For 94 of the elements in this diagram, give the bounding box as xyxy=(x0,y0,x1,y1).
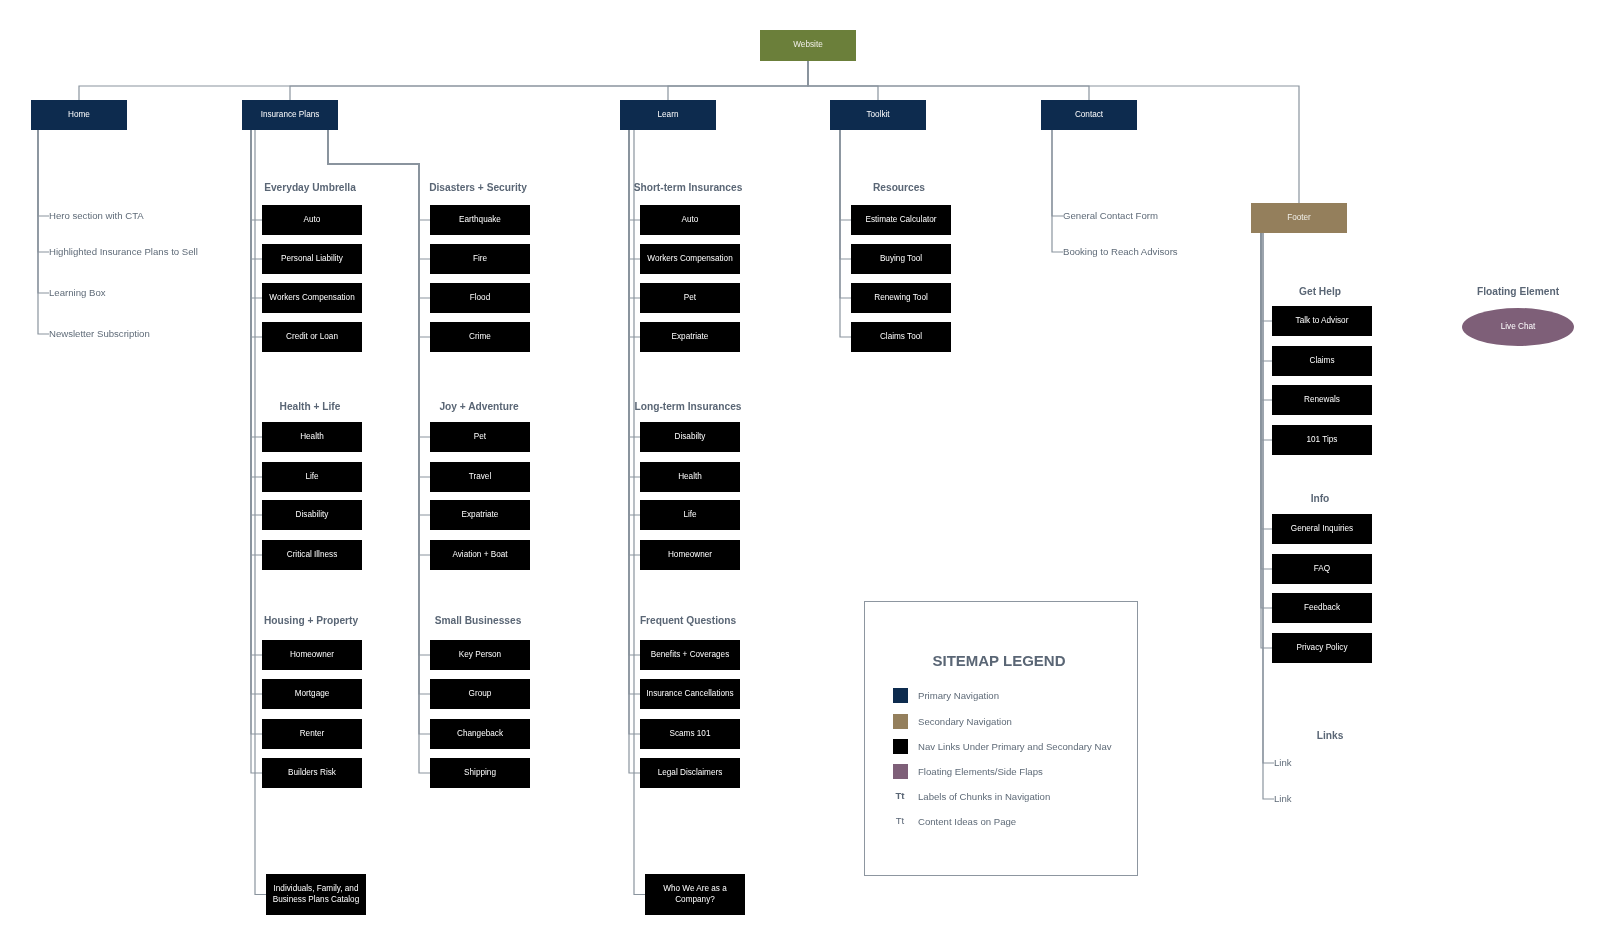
nav-link-box: Homeowner xyxy=(640,540,740,570)
section-heading: Small Businesses xyxy=(433,614,523,628)
section-heading: Housing + Property xyxy=(262,614,360,628)
nav-link-box: Scams 101 xyxy=(640,719,740,749)
type-sample-text: Tt xyxy=(894,789,906,803)
nav-link-box: Travel xyxy=(430,462,530,492)
content-idea-text: Link xyxy=(1274,755,1292,771)
nav-link-box: Claims xyxy=(1272,346,1372,376)
content-idea-text: Newsletter Subscription xyxy=(49,326,150,342)
nav-link-box: Expatriate xyxy=(640,322,740,352)
primary-nav-box: Insurance Plans xyxy=(242,100,338,130)
nav-link-box: Health xyxy=(640,462,740,492)
nav-link-box: FAQ xyxy=(1272,554,1372,584)
nav-link-box: Builders Risk xyxy=(262,758,362,788)
type-sample-text: Tt xyxy=(894,814,906,828)
nav-link-box: Auto xyxy=(640,205,740,235)
nav-link-box: Feedback xyxy=(1272,593,1372,623)
connector-line xyxy=(1051,129,1064,253)
nav-link-box: Claims Tool xyxy=(851,322,951,352)
content-idea-text: Highlighted Insurance Plans to Sell xyxy=(49,244,198,260)
nav-link-box: Who We Are as a Company? xyxy=(645,874,745,915)
nav-link-box: Disabilty xyxy=(640,422,740,452)
nav-link-box: Health xyxy=(262,422,362,452)
nav-link-box: Life xyxy=(640,500,740,530)
nav-link-box: Auto xyxy=(262,205,362,235)
connector-line xyxy=(839,129,852,338)
nav-link-box: Pet xyxy=(430,422,530,452)
legend-text: Nav Links Under Primary and Secondary Nav xyxy=(918,739,1112,754)
section-heading: Joy + Adventure xyxy=(438,400,520,414)
legend-text: Floating Elements/Side Flaps xyxy=(918,764,1043,779)
primary-nav-box: Learn xyxy=(620,100,716,130)
section-heading: Get Help xyxy=(1298,285,1342,299)
section-heading: Long-term Insurances xyxy=(633,400,743,414)
connector-line xyxy=(254,129,267,896)
section-heading: Everyday Umbrella xyxy=(263,181,357,195)
nav-link-box: Crime xyxy=(430,322,530,352)
nav-link-box: Flood xyxy=(430,283,530,313)
nav-link-box: Life xyxy=(262,462,362,492)
section-heading: Resources xyxy=(871,181,927,195)
connector-line xyxy=(37,129,50,335)
content-idea-text: Learning Box xyxy=(49,285,106,301)
section-heading: Health + Life xyxy=(278,400,342,414)
section-heading: Short-term Insurances xyxy=(632,181,744,195)
nav-link-box: Insurance Cancellations xyxy=(640,679,740,709)
nav-link-box: Talk to Advisor xyxy=(1272,306,1372,336)
nav-link-box: Credit or Loan xyxy=(262,322,362,352)
nav-link-box: Buying Tool xyxy=(851,244,951,274)
nav-link-box: Critical Illness xyxy=(262,540,362,570)
section-heading: Links xyxy=(1315,729,1345,743)
legend-text: Primary Navigation xyxy=(918,688,1000,703)
nav-link-box: Pet xyxy=(640,283,740,313)
nav-link-box: 101 Tips xyxy=(1272,425,1372,455)
floating-element-ellipse: Live Chat xyxy=(1462,308,1574,346)
legend-title: SITEMAP LEGEND xyxy=(931,651,1067,671)
nav-link-box: General Inquiries xyxy=(1272,514,1372,544)
nav-link-box: Personal Liability xyxy=(262,244,362,274)
section-heading: Info xyxy=(1309,492,1331,506)
primary-nav-box: Contact xyxy=(1041,100,1137,130)
section-heading: Disasters + Security xyxy=(428,181,528,195)
nav-link-box: Individuals, Family, and Business Plans Catalog xyxy=(266,874,366,915)
root-page-box: Website xyxy=(760,30,856,61)
legend-text: Content Ideas on Page xyxy=(918,814,1017,829)
nav-link-box: Earthquake xyxy=(430,205,530,235)
nav-link-box: Homeowner xyxy=(262,640,362,670)
nav-link-box: Workers Compensation xyxy=(262,283,362,313)
nav-link-box: Mortgage xyxy=(262,679,362,709)
nav-link-box: Legal Disclaimers xyxy=(640,758,740,788)
legend-text: Labels of Chunks in Navigation xyxy=(918,789,1051,804)
nav-link-box: Expatriate xyxy=(430,500,530,530)
primary-nav-box: Home xyxy=(31,100,127,130)
nav-link-box: Estimate Calculator xyxy=(851,205,951,235)
nav-link-box: Fire xyxy=(430,244,530,274)
primary-nav-box: Toolkit xyxy=(830,100,926,130)
nav-link-box: Privacy Policy xyxy=(1272,633,1372,663)
nav-link-box: Renter xyxy=(262,719,362,749)
nav-link-box: Changeback xyxy=(430,719,530,749)
nav-link-box: Workers Compensation xyxy=(640,244,740,274)
section-heading: Floating Element xyxy=(1475,285,1561,299)
content-idea-text: General Contact Form xyxy=(1063,208,1158,224)
section-heading: Frequent Questions xyxy=(638,614,738,628)
nav-link-box: Benefits + Coverages xyxy=(640,640,740,670)
content-idea-text: Link xyxy=(1274,791,1292,807)
nav-link-box: Renewals xyxy=(1272,385,1372,415)
nav-link-box: Group xyxy=(430,679,530,709)
connector-line xyxy=(633,129,646,896)
legend-text: Secondary Navigation xyxy=(918,714,1012,729)
nav-link-box: Aviation + Boat xyxy=(430,540,530,570)
nav-link-box: Shipping xyxy=(430,758,530,788)
content-idea-text: Booking to Reach Advisors xyxy=(1063,244,1178,260)
nav-link-box: Disability xyxy=(262,500,362,530)
content-idea-text: Hero section with CTA xyxy=(49,208,144,224)
nav-link-box: Renewing Tool xyxy=(851,283,951,313)
nav-link-box: Key Person xyxy=(430,640,530,670)
secondary-nav-box: Footer xyxy=(1251,203,1347,233)
